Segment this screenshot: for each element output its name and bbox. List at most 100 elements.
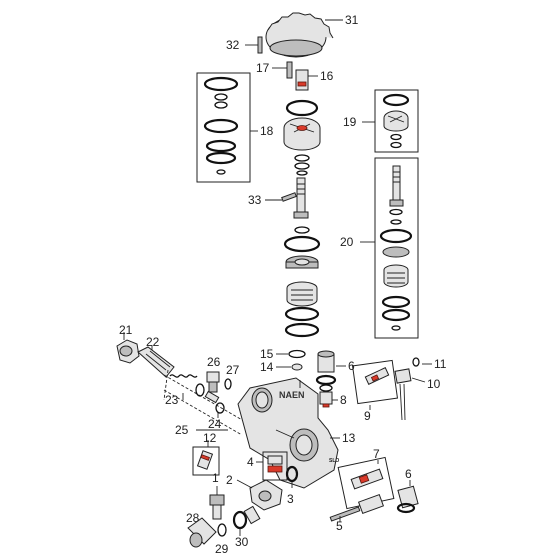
o-ring[interactable]	[285, 99, 319, 117]
part-number-14: 14	[260, 360, 274, 374]
o-ring[interactable]	[285, 465, 299, 483]
o-ring[interactable]	[195, 383, 205, 397]
valve-housing-small	[383, 110, 409, 132]
kit-box-12	[192, 446, 220, 476]
inlet-fitting[interactable]	[137, 346, 175, 378]
valve-spring[interactable]	[286, 281, 318, 307]
part-number-15: 15	[260, 347, 274, 361]
valve-stem-top[interactable]	[295, 69, 309, 91]
part-number-5: 5	[336, 519, 343, 533]
part-number-7: 7	[373, 447, 380, 461]
o-ring[interactable]	[283, 235, 321, 253]
part-number-10: 10	[427, 377, 441, 391]
part-number-19: 19	[343, 115, 357, 129]
part-number-11: 11	[434, 357, 447, 371]
part-marking: SLO	[329, 458, 339, 464]
o-ring	[381, 308, 411, 322]
o-ring	[203, 76, 239, 92]
seal[interactable]	[412, 357, 420, 367]
part-number-21: 21	[119, 323, 133, 337]
part-number-20: 20	[340, 235, 354, 249]
part-number-4: 4	[247, 455, 254, 469]
check-pin[interactable]	[204, 390, 220, 404]
valve-plug-upper[interactable]	[315, 350, 337, 392]
valve-stem[interactable]	[281, 177, 309, 219]
o-ring	[381, 295, 411, 309]
o-ring	[382, 93, 410, 107]
part-number-25: 25	[175, 423, 189, 437]
kit-box-19	[374, 89, 419, 153]
spring-in-kit	[383, 264, 409, 288]
washer[interactable]	[294, 226, 310, 234]
washer	[391, 325, 401, 331]
inlet-nut[interactable]	[116, 339, 140, 364]
washer	[389, 208, 403, 216]
part-number-30: 30	[235, 535, 249, 549]
part-number-26: 26	[207, 355, 221, 369]
seal	[267, 465, 283, 473]
bolt[interactable]	[209, 494, 225, 520]
piston-seat[interactable]	[285, 255, 319, 269]
washer	[390, 141, 402, 149]
washer[interactable]	[294, 162, 310, 170]
o-ring[interactable]	[224, 378, 232, 390]
cap-knob[interactable]	[265, 12, 334, 58]
part-number-22: 22	[146, 335, 160, 349]
part-number-6-lower: 6	[405, 467, 412, 481]
part-number-29: 29	[215, 542, 229, 556]
washer	[390, 219, 402, 225]
washer	[214, 101, 228, 109]
washer	[216, 169, 226, 175]
valve-plug-lower[interactable]	[396, 485, 419, 514]
seat	[382, 246, 410, 258]
part-number-23: 23	[165, 393, 179, 407]
part-number-16: 16	[320, 69, 334, 83]
seal	[267, 455, 283, 465]
bracket[interactable]	[249, 479, 283, 511]
part-number-8: 8	[340, 393, 347, 407]
washer[interactable]	[294, 154, 310, 162]
part-number-32: 32	[226, 38, 240, 52]
o-ring	[205, 139, 237, 153]
o-ring[interactable]	[217, 523, 227, 537]
valve-housing[interactable]	[283, 117, 321, 151]
rod-assembly[interactable]	[329, 493, 385, 522]
valve-insert[interactable]	[319, 391, 333, 408]
washer	[390, 133, 402, 141]
piston-assembly	[350, 468, 384, 490]
kit-box-9	[351, 359, 399, 405]
washer[interactable]	[296, 170, 308, 176]
plug-fitting[interactable]	[206, 371, 220, 393]
part-number-3: 3	[287, 492, 294, 506]
washer	[214, 93, 228, 101]
kit-box-4	[262, 451, 288, 481]
part-number-13: 13	[342, 431, 356, 445]
part-number-2: 2	[226, 473, 233, 487]
part-number-17: 17	[256, 61, 270, 75]
fitting-with-washer[interactable]	[232, 505, 261, 530]
outlet-fitting[interactable]	[187, 517, 217, 548]
part-number-1: 1	[212, 471, 219, 485]
inlet-spring[interactable]	[169, 374, 198, 378]
pin[interactable]	[257, 36, 263, 54]
washer[interactable]	[291, 363, 303, 371]
kit-box-18	[196, 72, 251, 183]
small-pin[interactable]	[286, 61, 293, 79]
part-number-12: 12	[203, 431, 217, 445]
stem-in-kit	[389, 165, 404, 207]
o-ring[interactable]	[284, 306, 320, 322]
part-number-27: 27	[226, 363, 240, 377]
pump-head[interactable]	[237, 377, 339, 489]
o-ring[interactable]	[284, 322, 320, 338]
part-number-18: 18	[260, 124, 274, 138]
circlip[interactable]	[288, 349, 306, 359]
kit-box-20	[374, 157, 419, 339]
body-embossing: NAEN	[279, 390, 305, 400]
washer[interactable]	[215, 402, 225, 414]
pressure-switch[interactable]	[394, 368, 412, 421]
part-number-24: 24	[208, 417, 222, 431]
unloader-valve	[364, 367, 390, 385]
part-number-31: 31	[345, 13, 359, 27]
part-number-33: 33	[248, 193, 262, 207]
